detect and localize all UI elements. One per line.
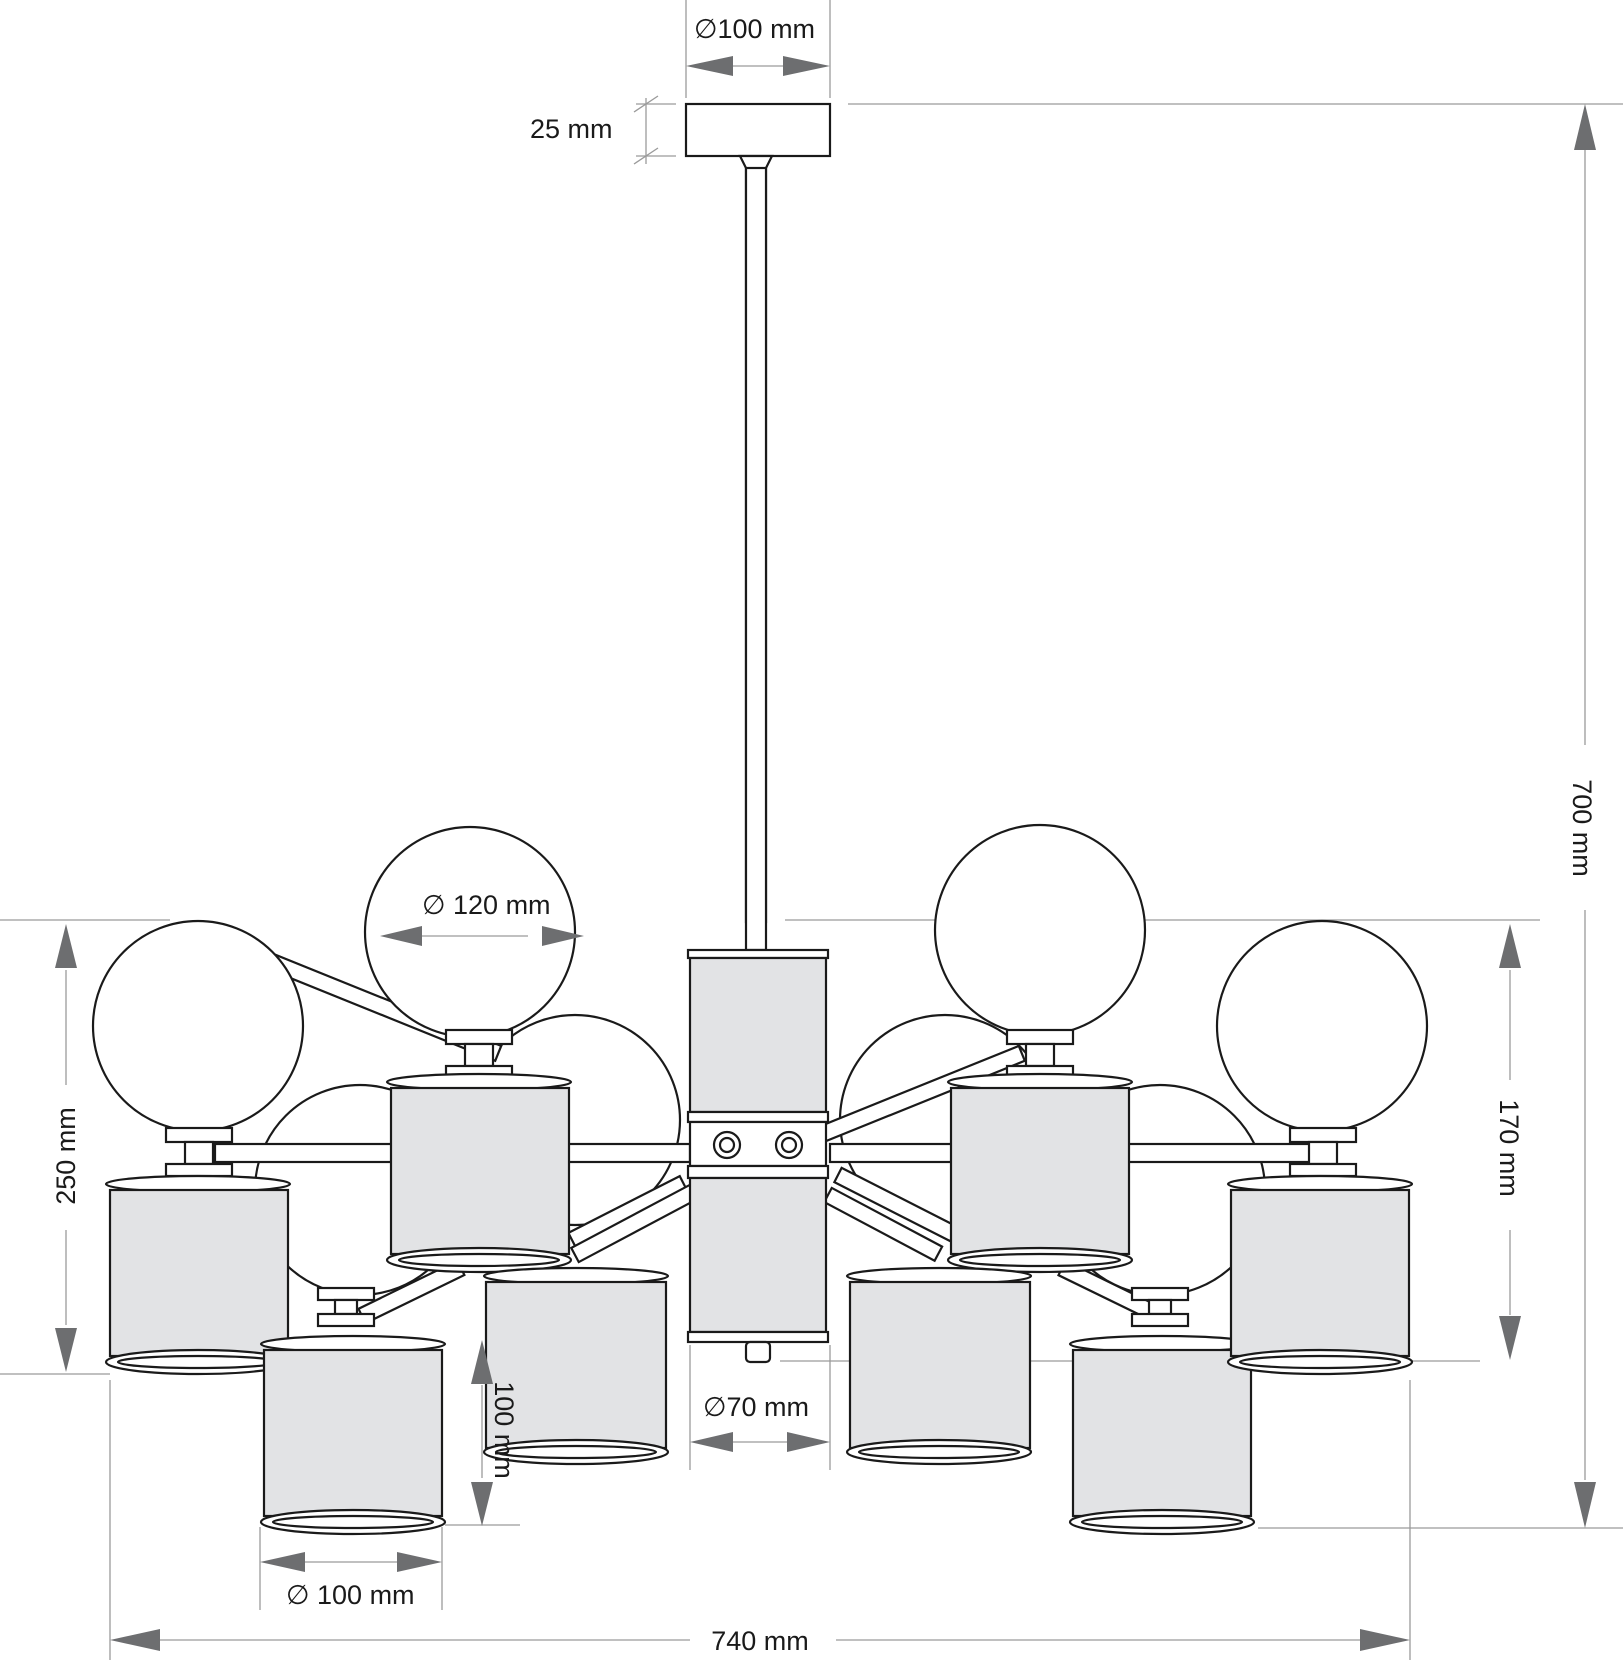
globe-right <box>1215 919 1429 1133</box>
central-body <box>686 948 830 1364</box>
label-canopy-height: 25 mm <box>530 114 613 144</box>
shade-lower-left <box>259 1334 447 1536</box>
finial <box>744 1340 772 1364</box>
central-hub <box>688 1120 828 1168</box>
arm-diagonal-lower-right-2 <box>822 1186 944 1263</box>
stem <box>744 166 768 952</box>
shade-right <box>1226 1174 1414 1376</box>
dimension-labels: ∅100 mm 25 mm 700 mm ∅ 120 mm 250 mm 170… <box>51 14 1597 1656</box>
front-globes <box>91 823 1429 1133</box>
globe-holders <box>164 1028 1358 1328</box>
shade-center-left-lower <box>482 1266 670 1466</box>
label-globe-diameter: ∅ 120 mm <box>422 890 551 920</box>
label-canopy-diameter: ∅100 mm <box>694 14 815 44</box>
label-right-height: 170 mm <box>1494 1099 1524 1197</box>
label-body-height: 250 mm <box>51 1107 81 1205</box>
shades <box>104 1072 1414 1536</box>
globe-center-right <box>933 823 1147 1037</box>
shade-center-right-upper <box>946 1072 1134 1274</box>
canopy <box>684 102 832 158</box>
label-center-diameter: ∅70 mm <box>703 1392 809 1422</box>
label-shade-height: 100 mm <box>489 1381 519 1479</box>
globe-left <box>91 919 305 1133</box>
label-shade-diameter: ∅ 100 mm <box>286 1580 415 1610</box>
dimension-lines <box>55 56 1596 1651</box>
label-total-width: 740 mm <box>711 1626 809 1656</box>
shade-lower-right <box>1068 1334 1256 1536</box>
shade-center-left-upper <box>385 1072 573 1274</box>
canopy-assembly <box>684 102 832 952</box>
shade-center-right-lower <box>845 1266 1033 1466</box>
label-total-height: 700 mm <box>1567 779 1597 877</box>
arms <box>213 950 1312 1325</box>
